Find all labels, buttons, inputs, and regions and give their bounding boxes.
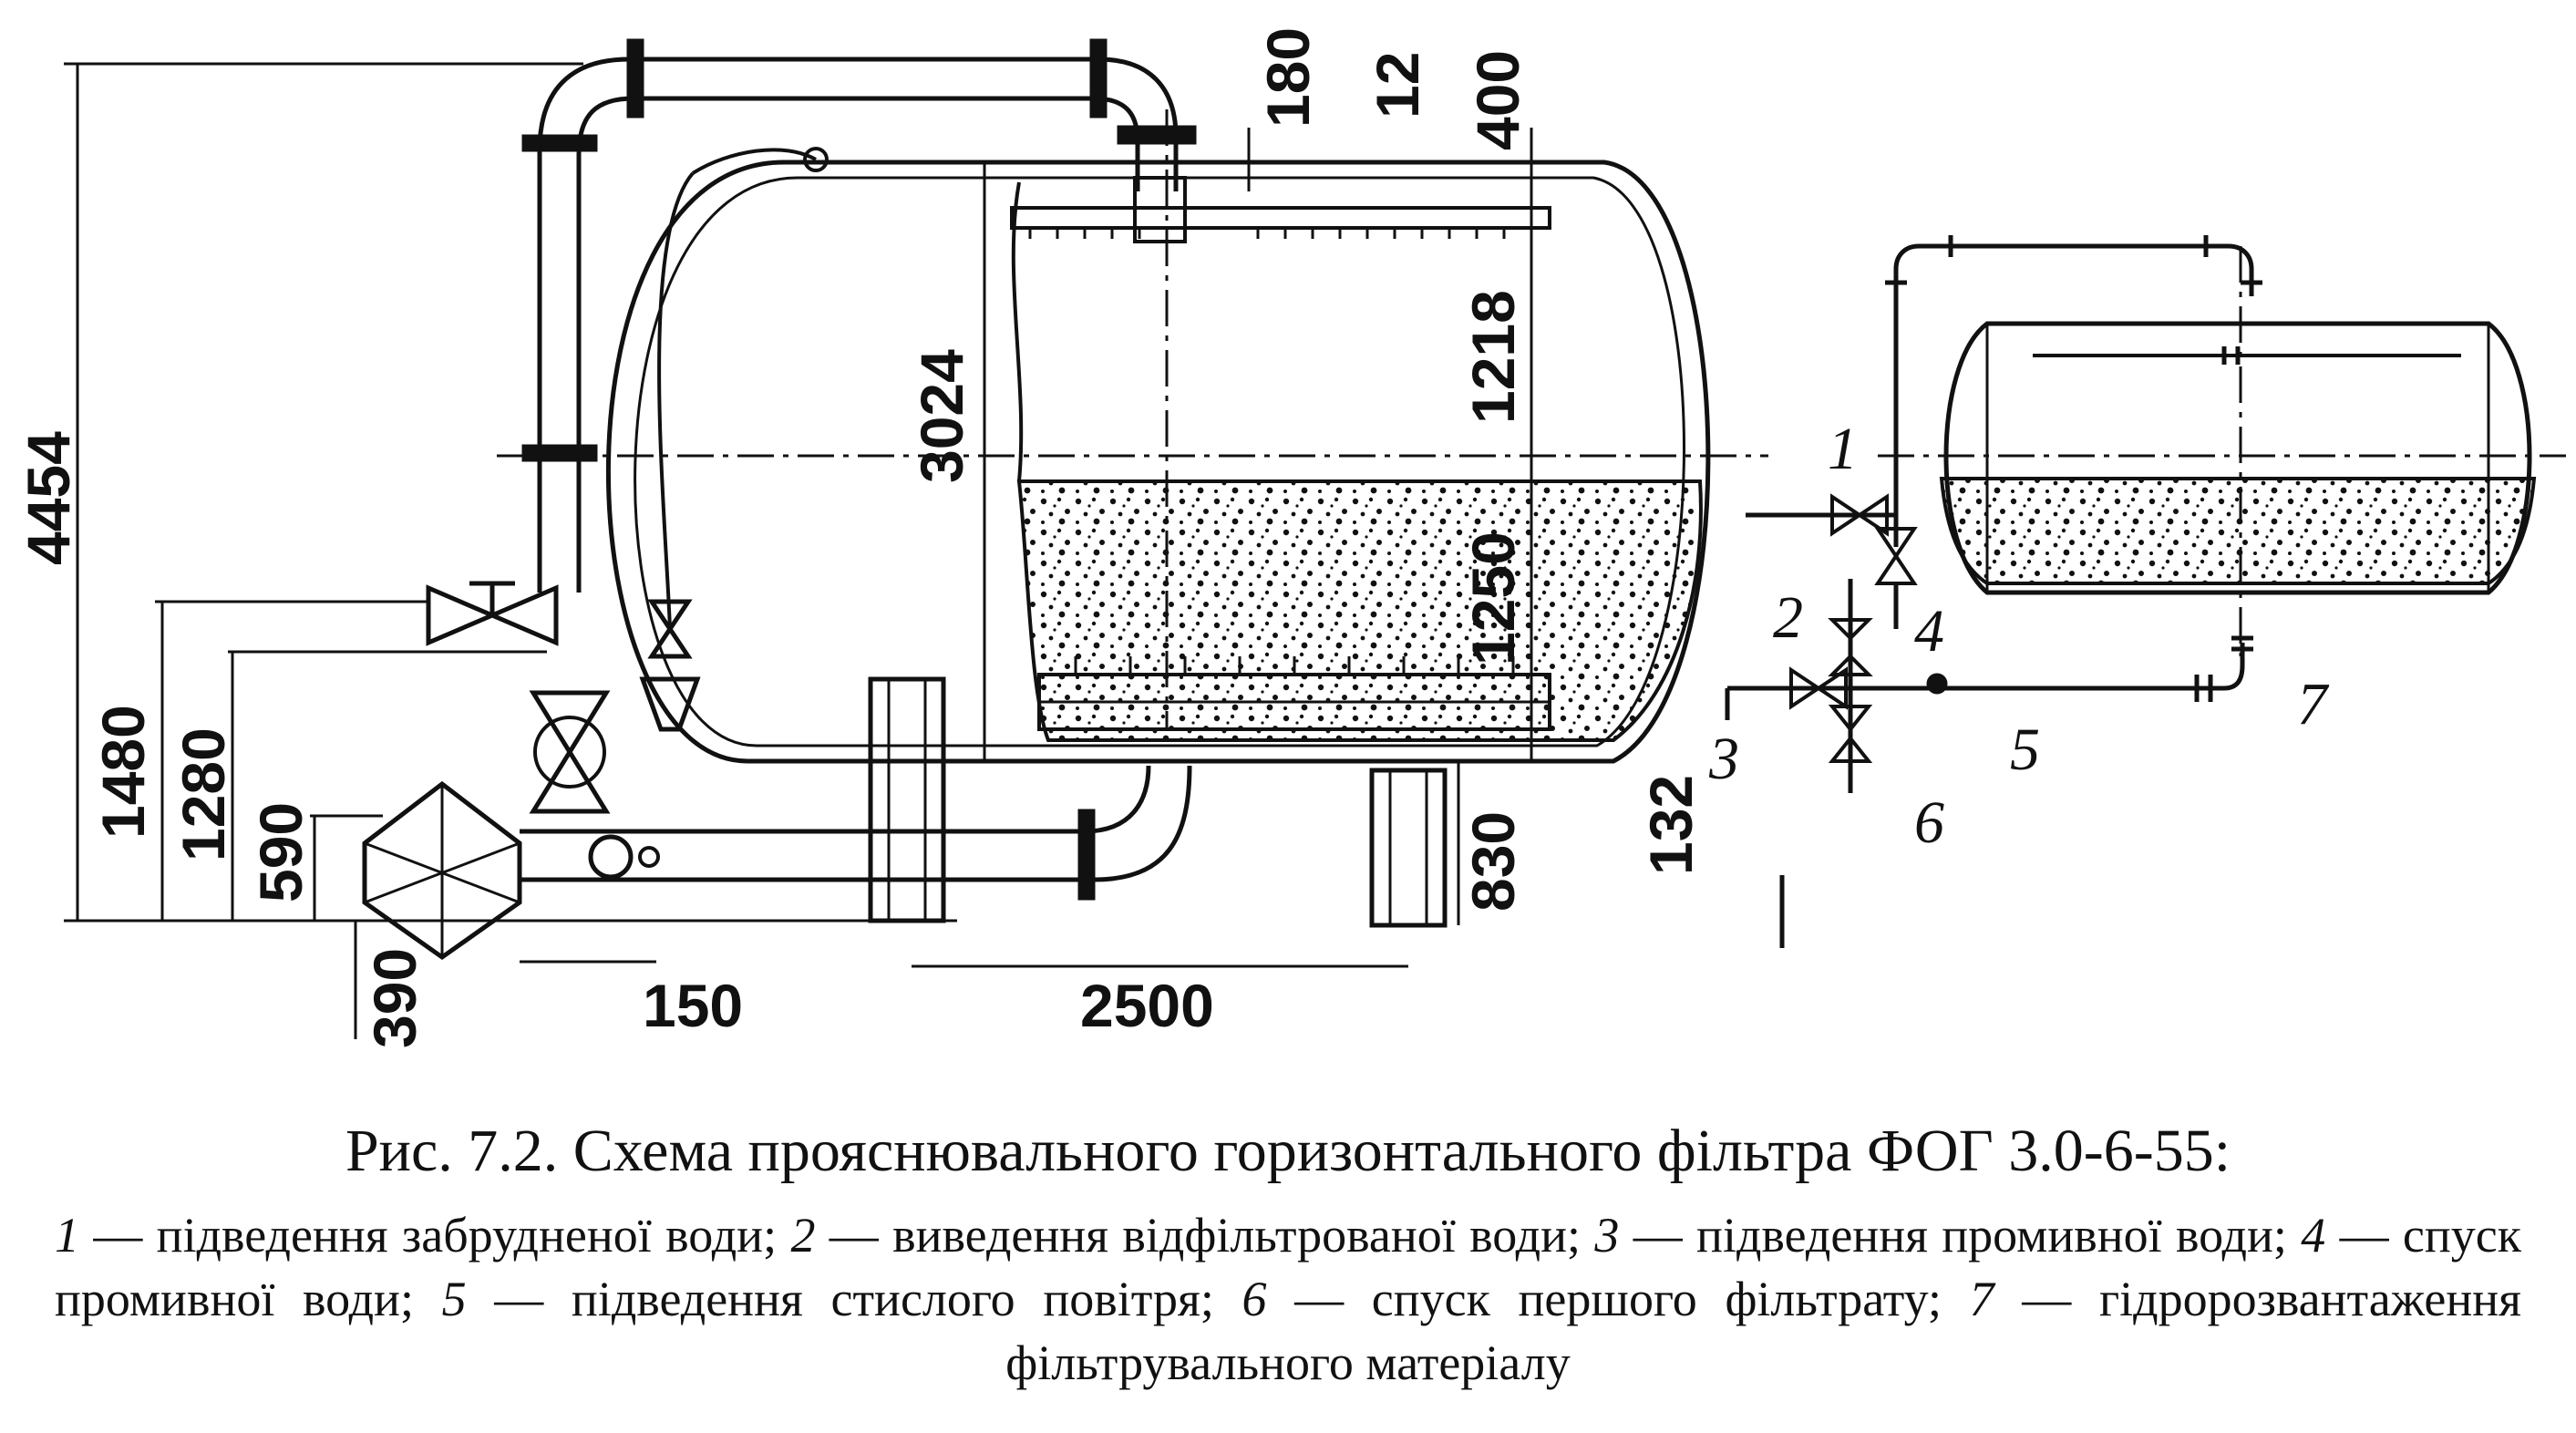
- dim-support-height: 830: [1459, 810, 1527, 912]
- dim-vessel-diameter: 3024: [908, 349, 975, 483]
- dim-overall-height: 4454: [15, 431, 82, 565]
- support-right: [1369, 768, 1448, 928]
- outlet-pipe: [520, 765, 1151, 834]
- drain-valve[interactable]: [647, 599, 693, 659]
- legend-item: 3 — підведення промивної води;: [1594, 1208, 2302, 1263]
- dim-upper-zone: 1218: [1459, 290, 1527, 424]
- callout-5: 5: [2010, 716, 2040, 783]
- center-lines: [497, 109, 2566, 729]
- figure-legend: 1 — підведення забрудненої води; 2 — вив…: [55, 1203, 2521, 1395]
- dim-pipe-spacing: 150: [643, 972, 744, 1039]
- piping-schematic: [1725, 235, 2537, 793]
- control-valve[interactable]: [529, 690, 611, 814]
- top-distributor: [1010, 206, 1551, 230]
- inlet-valve[interactable]: [426, 584, 559, 646]
- dim-inlet-height: 1480: [89, 705, 157, 839]
- dim-top-gap: 12: [1364, 51, 1431, 119]
- dim-top-clearance: 400: [1464, 49, 1531, 150]
- dim-support-spacing: 2500: [1080, 972, 1214, 1039]
- dim-bed-height: 1250: [1459, 531, 1527, 665]
- callout-2: 2: [1773, 584, 1803, 651]
- legend-item: 5 — підведення стислого повітря;: [441, 1272, 1242, 1326]
- callout-3: 3: [1709, 726, 1739, 792]
- dim-bottom-offset: 390: [361, 947, 428, 1048]
- support-left: [868, 676, 946, 923]
- callout-1: 1: [1828, 416, 1858, 482]
- callout-6: 6: [1914, 789, 1944, 856]
- dim-valve-height: 1280: [170, 727, 237, 861]
- figure-title: Рис. 7.2. Схема прояснювального горизонт…: [345, 1118, 2231, 1184]
- legend-item: 6 — спуск першого фільтрату;: [1242, 1272, 1970, 1326]
- callout-4: 4: [1914, 598, 1944, 665]
- legend-item: 2 — виведення відфільтрованої води;: [790, 1208, 1595, 1263]
- legend-item: 4 — спуск промивної води;: [55, 1208, 2521, 1326]
- dimension-lines: [64, 62, 1785, 1039]
- dim-bottom-gap: 132: [1637, 774, 1705, 875]
- legend-item: 1 — підведення забрудненої води;: [55, 1208, 791, 1263]
- small-filter-bed: [1939, 477, 2537, 585]
- legend-item: 7 — гідророзвантаження фільтрувального м…: [1005, 1272, 2521, 1390]
- dim-pipe-height: 590: [247, 801, 314, 902]
- callout-7: 7: [2297, 671, 2327, 737]
- vessel-shell: [606, 160, 1711, 764]
- dim-top-offset: 180: [1254, 26, 1322, 128]
